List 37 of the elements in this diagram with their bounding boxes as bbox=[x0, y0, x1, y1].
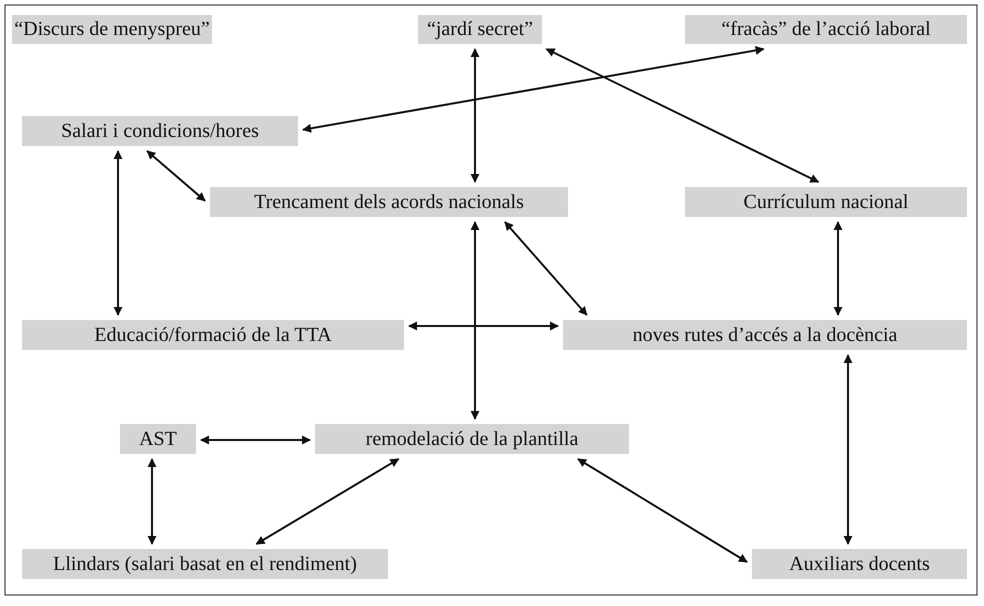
label-box bbox=[685, 187, 967, 217]
label-box bbox=[120, 424, 196, 454]
double-arrow bbox=[834, 221, 842, 316]
label-box bbox=[22, 320, 404, 350]
double-arrow bbox=[504, 221, 588, 316]
label-box bbox=[210, 187, 568, 217]
node-text: noves rutes d’accés a la docència bbox=[632, 324, 898, 346]
double-arrow bbox=[470, 221, 480, 420]
label-box bbox=[752, 549, 967, 579]
double-arrow bbox=[148, 458, 156, 545]
label-box bbox=[22, 116, 298, 146]
node-text: Currículum nacional bbox=[744, 190, 908, 214]
double-arrow bbox=[470, 48, 480, 183]
node-text: Salari i condicions/hores bbox=[61, 120, 259, 142]
node-text: remodelació de la plantilla bbox=[366, 428, 578, 450]
label-box bbox=[685, 15, 967, 44]
label-box bbox=[563, 320, 967, 350]
node-text: “jardí secret” bbox=[426, 18, 534, 41]
double-arrow bbox=[256, 458, 400, 545]
node-text: Auxiliars docents bbox=[789, 552, 930, 576]
node-text: AST bbox=[139, 428, 177, 450]
double-arrow bbox=[408, 322, 559, 330]
double-arrow bbox=[114, 150, 122, 316]
double-arrow bbox=[146, 150, 206, 202]
double-arrow bbox=[546, 48, 820, 183]
node-text: Educació/formació de la TTA bbox=[94, 324, 332, 346]
double-arrow bbox=[302, 46, 765, 133]
double-arrow bbox=[577, 458, 748, 563]
label-box bbox=[315, 424, 629, 454]
label-box bbox=[418, 15, 542, 44]
node-text: “Discurs de menyspreu” bbox=[14, 18, 210, 41]
double-arrow bbox=[200, 436, 311, 444]
node-text: Trencament dels acords nacionals bbox=[254, 190, 524, 214]
node-text: Llindars (salari basat en el rendiment) bbox=[53, 552, 357, 576]
node-text: “fracàs” de l’acció laboral bbox=[721, 18, 931, 41]
label-box bbox=[22, 549, 388, 579]
double-arrow bbox=[844, 354, 852, 545]
